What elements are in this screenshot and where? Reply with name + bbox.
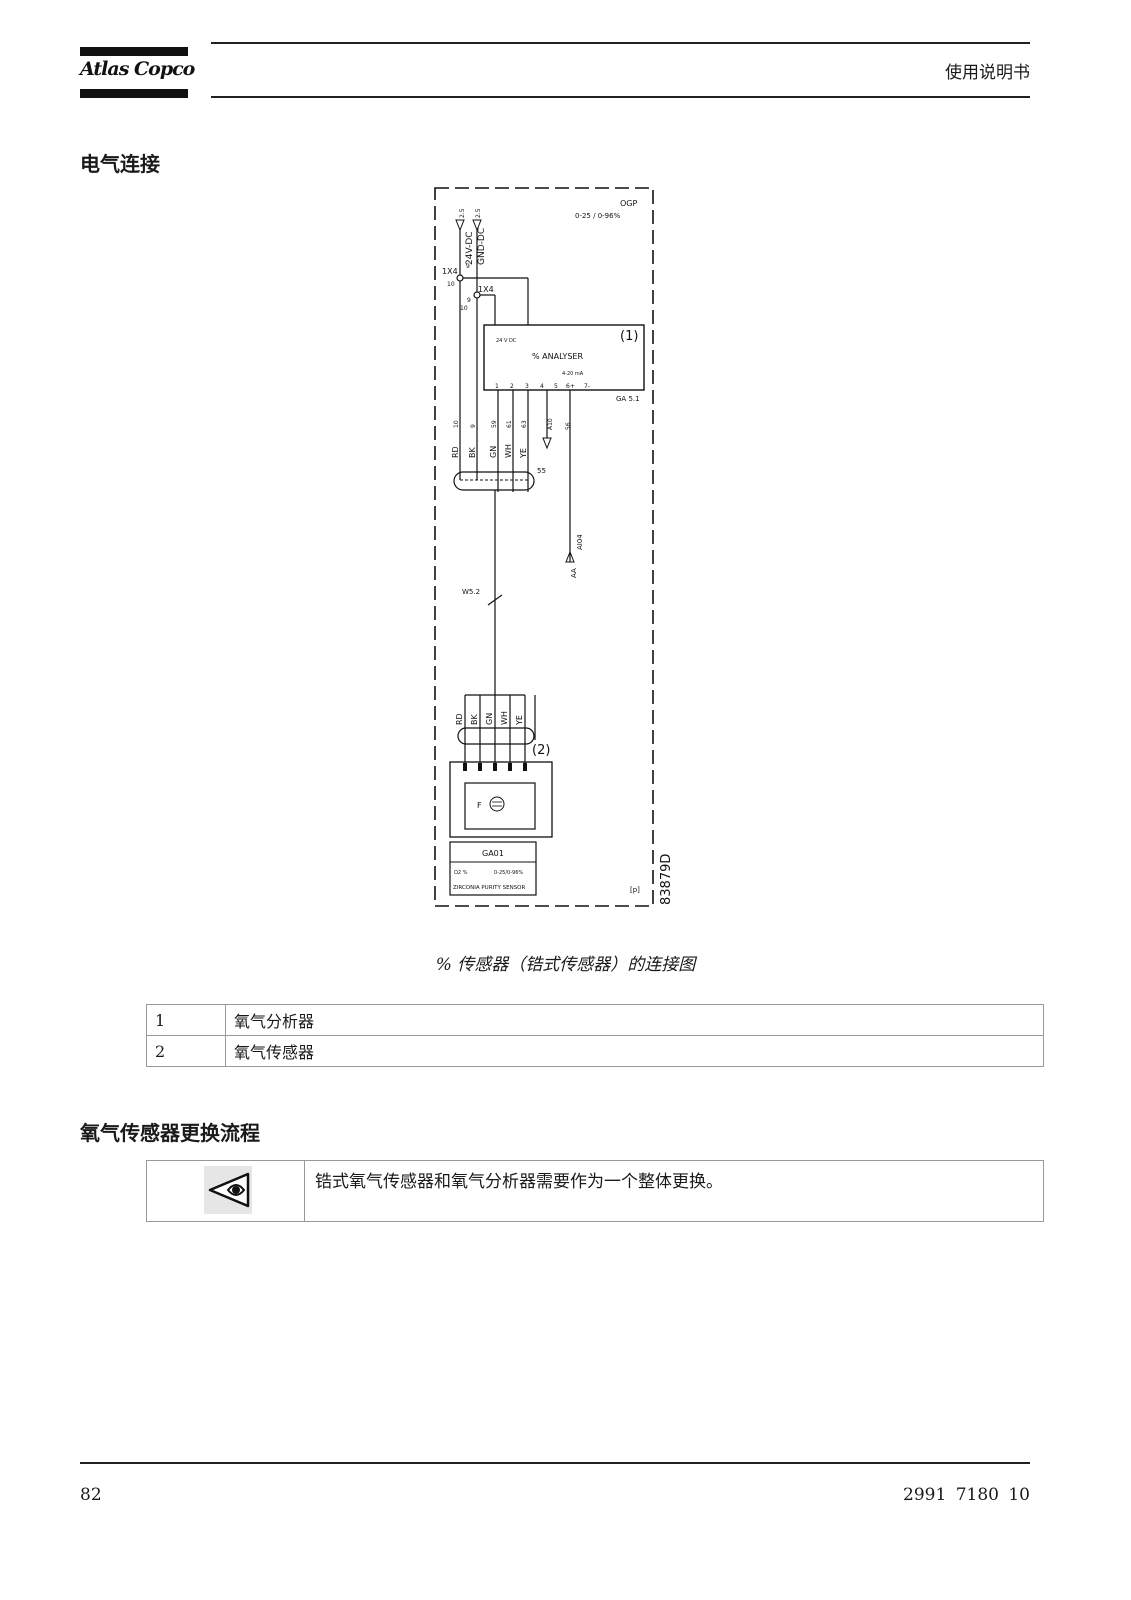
section-heading-replacement: 氧气传感器更换流程	[80, 1121, 260, 1145]
table-row: 2 氧气传感器	[146, 1035, 1044, 1067]
section-heading-electrical: 电气连接	[80, 152, 160, 176]
pin-7: 7-	[584, 383, 590, 390]
cable-label: W5.2	[462, 588, 480, 596]
analyser-ref: GA 5.1	[616, 395, 640, 403]
ogp-range: 0-25 / 0-96%	[575, 212, 621, 220]
logo-bar-top	[80, 47, 188, 56]
supply-wires	[456, 230, 529, 480]
sensor-nameplate	[449, 841, 537, 896]
eye-attention-icon	[204, 1166, 252, 1214]
analyser-power: 24 V DC	[496, 338, 517, 344]
pin-2: 2	[510, 383, 514, 390]
legend-table: 1 氧气分析器 2 氧气传感器	[146, 1004, 1044, 1067]
header-title: 使用说明书	[945, 63, 1030, 83]
color-gn: GN	[489, 446, 498, 458]
wire-num-63: 63	[521, 420, 528, 428]
ai-arrow	[565, 550, 575, 563]
supply-terminal-gnd	[472, 219, 482, 232]
sensor-element	[464, 782, 536, 830]
color-bk: BK	[468, 447, 477, 458]
diagram-caption: % 传感器（锆式传感器）的连接图	[435, 955, 696, 975]
connector-pins	[463, 763, 527, 771]
sensor-tag: GA01	[482, 849, 504, 858]
sensor-color-rd: RD	[455, 713, 464, 725]
sensor-f: F	[477, 801, 482, 810]
wire-size-b: 2.5	[475, 208, 482, 218]
pin-6: 6+	[566, 383, 575, 390]
legend-num: 2	[146, 1035, 226, 1067]
wire-size-a: 2.5	[459, 208, 466, 218]
wiring-diagram: OGP 0-25 / 0-96% 2.5 2.5 24V-DC GND-DC 1…	[434, 187, 674, 907]
sensor-color-bk: BK	[470, 714, 479, 725]
drawing-number: 83879D	[659, 854, 674, 905]
logo-wordmark: Atlas Copco	[80, 58, 195, 80]
supply-gnd-label: GND-DC	[477, 228, 487, 265]
sensor-id: (2)	[532, 743, 550, 758]
wire-56: 56	[565, 422, 572, 430]
legend-text: 氧气分析器	[225, 1004, 1044, 1036]
pin-4: 4	[540, 383, 544, 390]
terminal-1x4-a: 1X4	[442, 267, 458, 276]
color-rd: RD	[451, 446, 460, 458]
analyser-block	[483, 324, 645, 391]
footer-rule	[80, 1462, 1030, 1464]
note-text: 锆式氧气传感器和氧气分析器需要作为一个整体更换。	[315, 1172, 723, 1192]
shield-55: 55	[537, 467, 546, 475]
sensor-spec-b: 0-25/0-96%	[494, 870, 523, 876]
legend-num: 1	[146, 1004, 226, 1036]
note-icon-cell	[147, 1161, 305, 1221]
ogp-label: OGP	[620, 199, 637, 208]
sensor-wires	[464, 694, 536, 770]
t-10b: 10	[460, 305, 468, 312]
page-number: 82	[80, 1485, 102, 1505]
supply-terminal-pos	[455, 219, 465, 232]
header-rule-bottom	[211, 96, 1030, 98]
sensor-housing	[449, 761, 553, 838]
pin-5: 5	[554, 383, 558, 390]
supply-pos-label: 24V-DC	[465, 231, 475, 265]
sensor-color-ye: YE	[515, 715, 524, 726]
wire-a10: A10	[547, 418, 554, 430]
t-9b: 9	[467, 297, 471, 304]
aa-label: AA	[570, 568, 578, 578]
legend-text: 氧气传感器	[225, 1035, 1044, 1067]
pin-3: 3	[525, 383, 529, 390]
color-wh: WH	[504, 444, 513, 458]
note-box: 锆式氧气传感器和氧气分析器需要作为一个整体更换。	[146, 1160, 1044, 1222]
pin-1: 1	[495, 383, 499, 390]
header-rule-top	[211, 42, 1030, 44]
cable-shield-top	[453, 471, 535, 491]
document-number: 2991 7180 10	[903, 1485, 1030, 1505]
analyser-wires	[497, 390, 571, 562]
table-row: 1 氧气分析器	[146, 1004, 1044, 1036]
wire-num-10: 10	[453, 420, 460, 428]
atlas-copco-logo: Atlas Copco	[80, 47, 195, 101]
logo-bar-bottom	[80, 89, 188, 98]
sensor-spec-a: O2 %	[454, 870, 468, 876]
ai-label: AI04	[576, 534, 584, 550]
cable-w52	[487, 490, 503, 695]
analyser-name: % ANALYSER	[532, 352, 583, 361]
sensor-name: ZIRCONIA PURITY SENSOR	[453, 885, 526, 891]
wire-num-61: 61	[506, 420, 513, 428]
p-mark: [p]	[630, 886, 640, 894]
sensor-color-gn: GN	[485, 713, 494, 725]
out-label: 4-20 mA	[562, 371, 584, 377]
terminal-1x4-b: 1X4	[478, 285, 494, 294]
a10-arrow	[542, 437, 552, 450]
sensor-color-wh: WH	[500, 711, 509, 725]
wire-num-9: 9	[470, 424, 477, 428]
color-ye: YE	[519, 448, 528, 459]
cable-shield-bottom	[457, 727, 535, 745]
t-10a: 10	[447, 281, 455, 288]
wire-num-59: 59	[491, 420, 498, 428]
analyser-id: (1)	[620, 329, 638, 344]
enclosure-dashed-border	[434, 187, 654, 907]
t-9a: 9	[466, 263, 470, 270]
